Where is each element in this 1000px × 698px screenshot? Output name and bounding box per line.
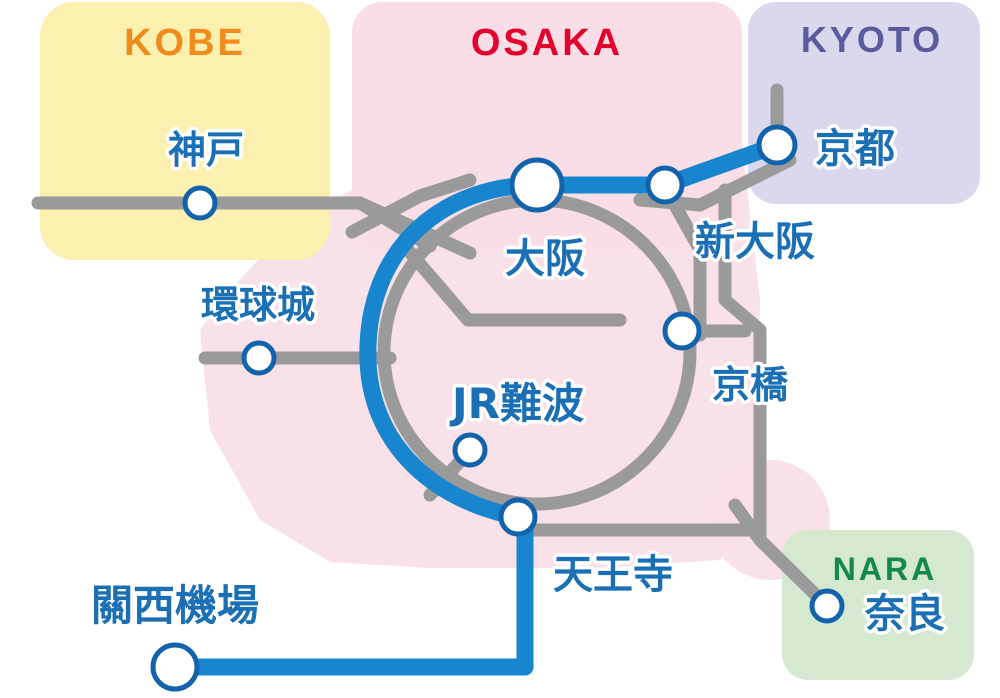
station-label-tennoji: 天王寺 [553,552,673,598]
region-labels: KOBE OSAKA KYOTO NARA [124,19,943,587]
region-kobe [40,2,330,260]
station-label-universalcity: 環球城 [201,283,315,327]
station-marker-universalcity[interactable] [241,340,277,376]
blue-route-main [166,136,786,676]
station-marker-kansaiairport[interactable] [150,642,200,692]
gray-line-kobe-to-osaka [345,173,477,239]
station-label-osaka: 大阪 [505,236,585,282]
station-marker-kyobashi[interactable] [662,311,702,351]
gray-lines [31,83,834,613]
blue-lines [166,136,786,676]
station-label-kobe: 神戸 [168,128,244,172]
region-nara [782,530,974,680]
station-label-nara: 奈良 [864,591,945,637]
gray-line-inner-chord [401,243,627,327]
station-marker-shinosaka[interactable] [645,165,685,205]
station-labels: 神戸 環球城 大阪 新大阪 京都 京橋 JR難波 天王寺 奈良 關西機場 [87,123,948,641]
station-marker-osaka[interactable] [509,157,565,213]
gray-line-kyobashi-vertical [718,183,767,547]
gray-line-nara-branch [728,498,834,613]
station-label-shinosaka: 新大阪 [695,219,815,265]
station-marker-kobe[interactable] [182,185,218,221]
region-kyoto [748,2,980,204]
region-label-osaka: OSAKA [471,22,623,64]
station-label-kyobashi: 京橋 [712,363,788,407]
station-marker-jrnamba[interactable] [452,432,488,468]
gray-loop-line [377,193,697,511]
station-label-jrnamba: JR難波 [449,379,584,428]
station-label-kansaiairport: 關西機場 [91,581,259,630]
station-marker-tennoji[interactable] [498,497,538,537]
station-label-kyoto: 京都 [815,126,895,172]
gray-line-shinosaka-down [665,193,707,342]
region-label-nara: NARA [833,551,937,587]
region-label-kobe: KOBE [124,22,246,64]
station-marker-kyoto[interactable] [756,124,798,166]
station-marker-nara[interactable] [809,588,845,624]
station-markers [150,124,845,692]
region-label-kyoto: KYOTO [801,19,943,60]
